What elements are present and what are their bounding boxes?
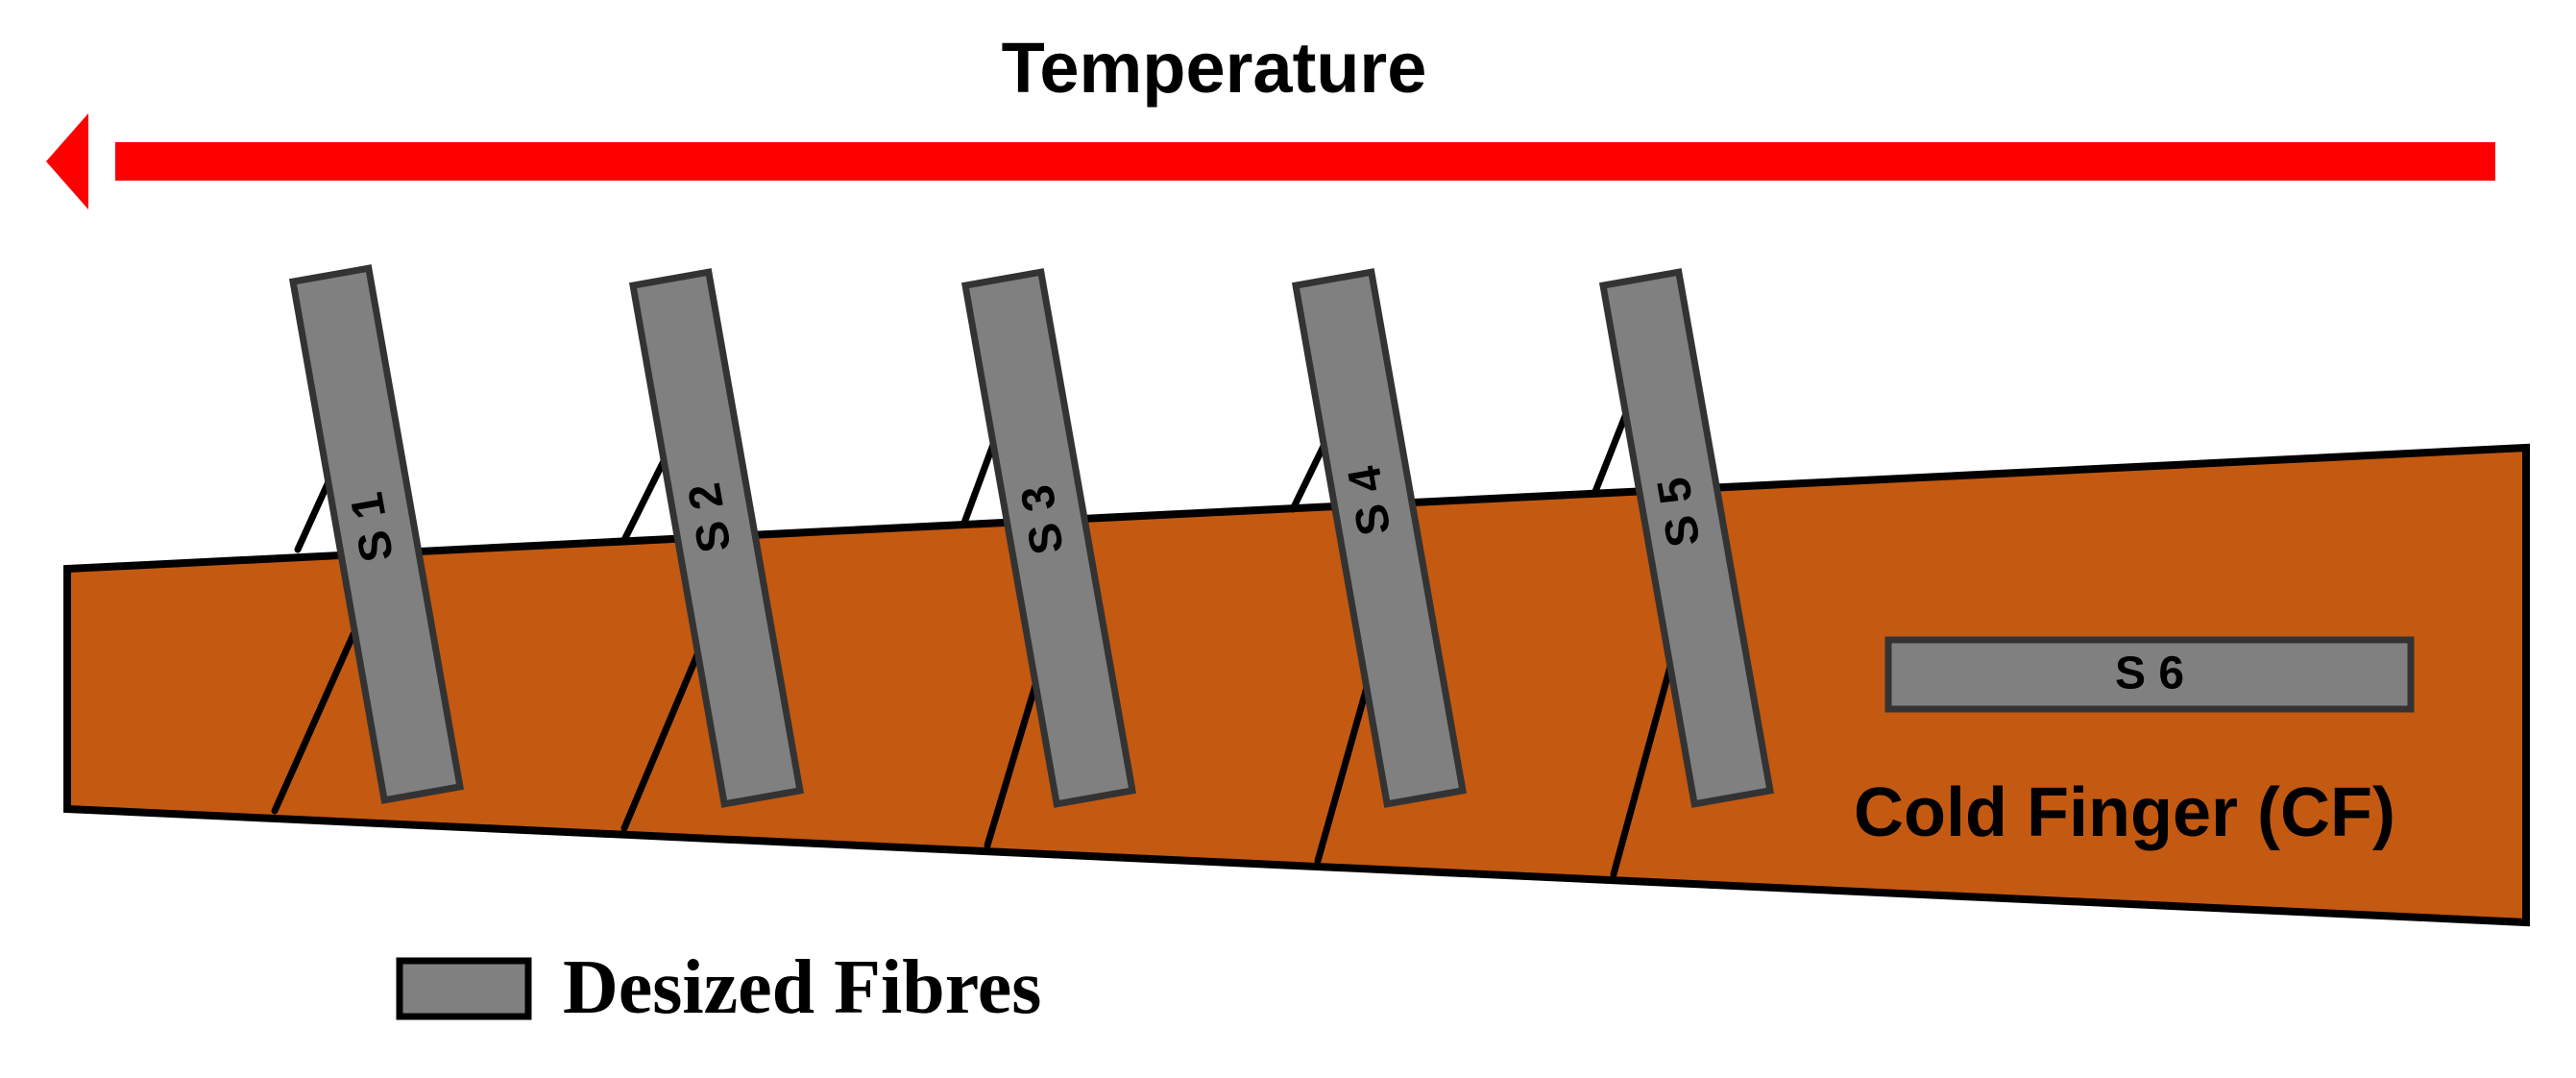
clamp-line bbox=[1591, 407, 1631, 498]
fibre-bar bbox=[628, 268, 805, 808]
legend: Desized Fibres bbox=[396, 945, 1041, 1030]
fibre-clamps bbox=[271, 407, 1675, 878]
fibre-sample-s5: S 5 bbox=[1598, 268, 1775, 808]
fibre-sample-s6: S 6 bbox=[1884, 636, 2415, 713]
legend-label: Desized Fibres bbox=[563, 945, 1041, 1030]
clamp-line bbox=[620, 642, 705, 832]
fibre-bar bbox=[1598, 268, 1775, 808]
sample-label-s4: S 4 bbox=[1339, 462, 1401, 539]
fibre-bar bbox=[960, 268, 1137, 808]
sample-label-s2: S 2 bbox=[679, 479, 741, 556]
temperature-arrow-shaft bbox=[115, 142, 2495, 181]
clamp-line bbox=[271, 630, 357, 815]
clamp-line bbox=[984, 669, 1043, 849]
fibre-sample-s1: S 1 bbox=[288, 264, 465, 804]
fibre-bar bbox=[1291, 268, 1468, 808]
sample-label-s5: S 5 bbox=[1648, 474, 1711, 551]
temperature-arrow-icon bbox=[46, 113, 2495, 209]
clamp-line bbox=[620, 448, 672, 544]
sample-label-s6: S 6 bbox=[2115, 649, 2184, 699]
fibre-sample-s4: S 4 bbox=[1291, 268, 1468, 808]
temperature-arrow-head bbox=[46, 113, 88, 209]
sample-label-s3: S 3 bbox=[1011, 481, 1074, 558]
desized-fibre-swatch-icon bbox=[396, 957, 532, 1020]
clamp-line bbox=[1610, 659, 1675, 878]
fibre-bar bbox=[288, 264, 465, 804]
fibre-bar bbox=[1884, 636, 2415, 713]
clamp-line bbox=[1314, 680, 1372, 865]
fibre-sample-s3: S 3 bbox=[960, 268, 1137, 808]
temperature-label: Temperature bbox=[1002, 28, 1427, 108]
sample-label-s1: S 1 bbox=[341, 489, 403, 566]
fibre-sample-s2: S 2 bbox=[628, 268, 805, 808]
cold-finger-label: Cold Finger (CF) bbox=[1854, 774, 2395, 851]
